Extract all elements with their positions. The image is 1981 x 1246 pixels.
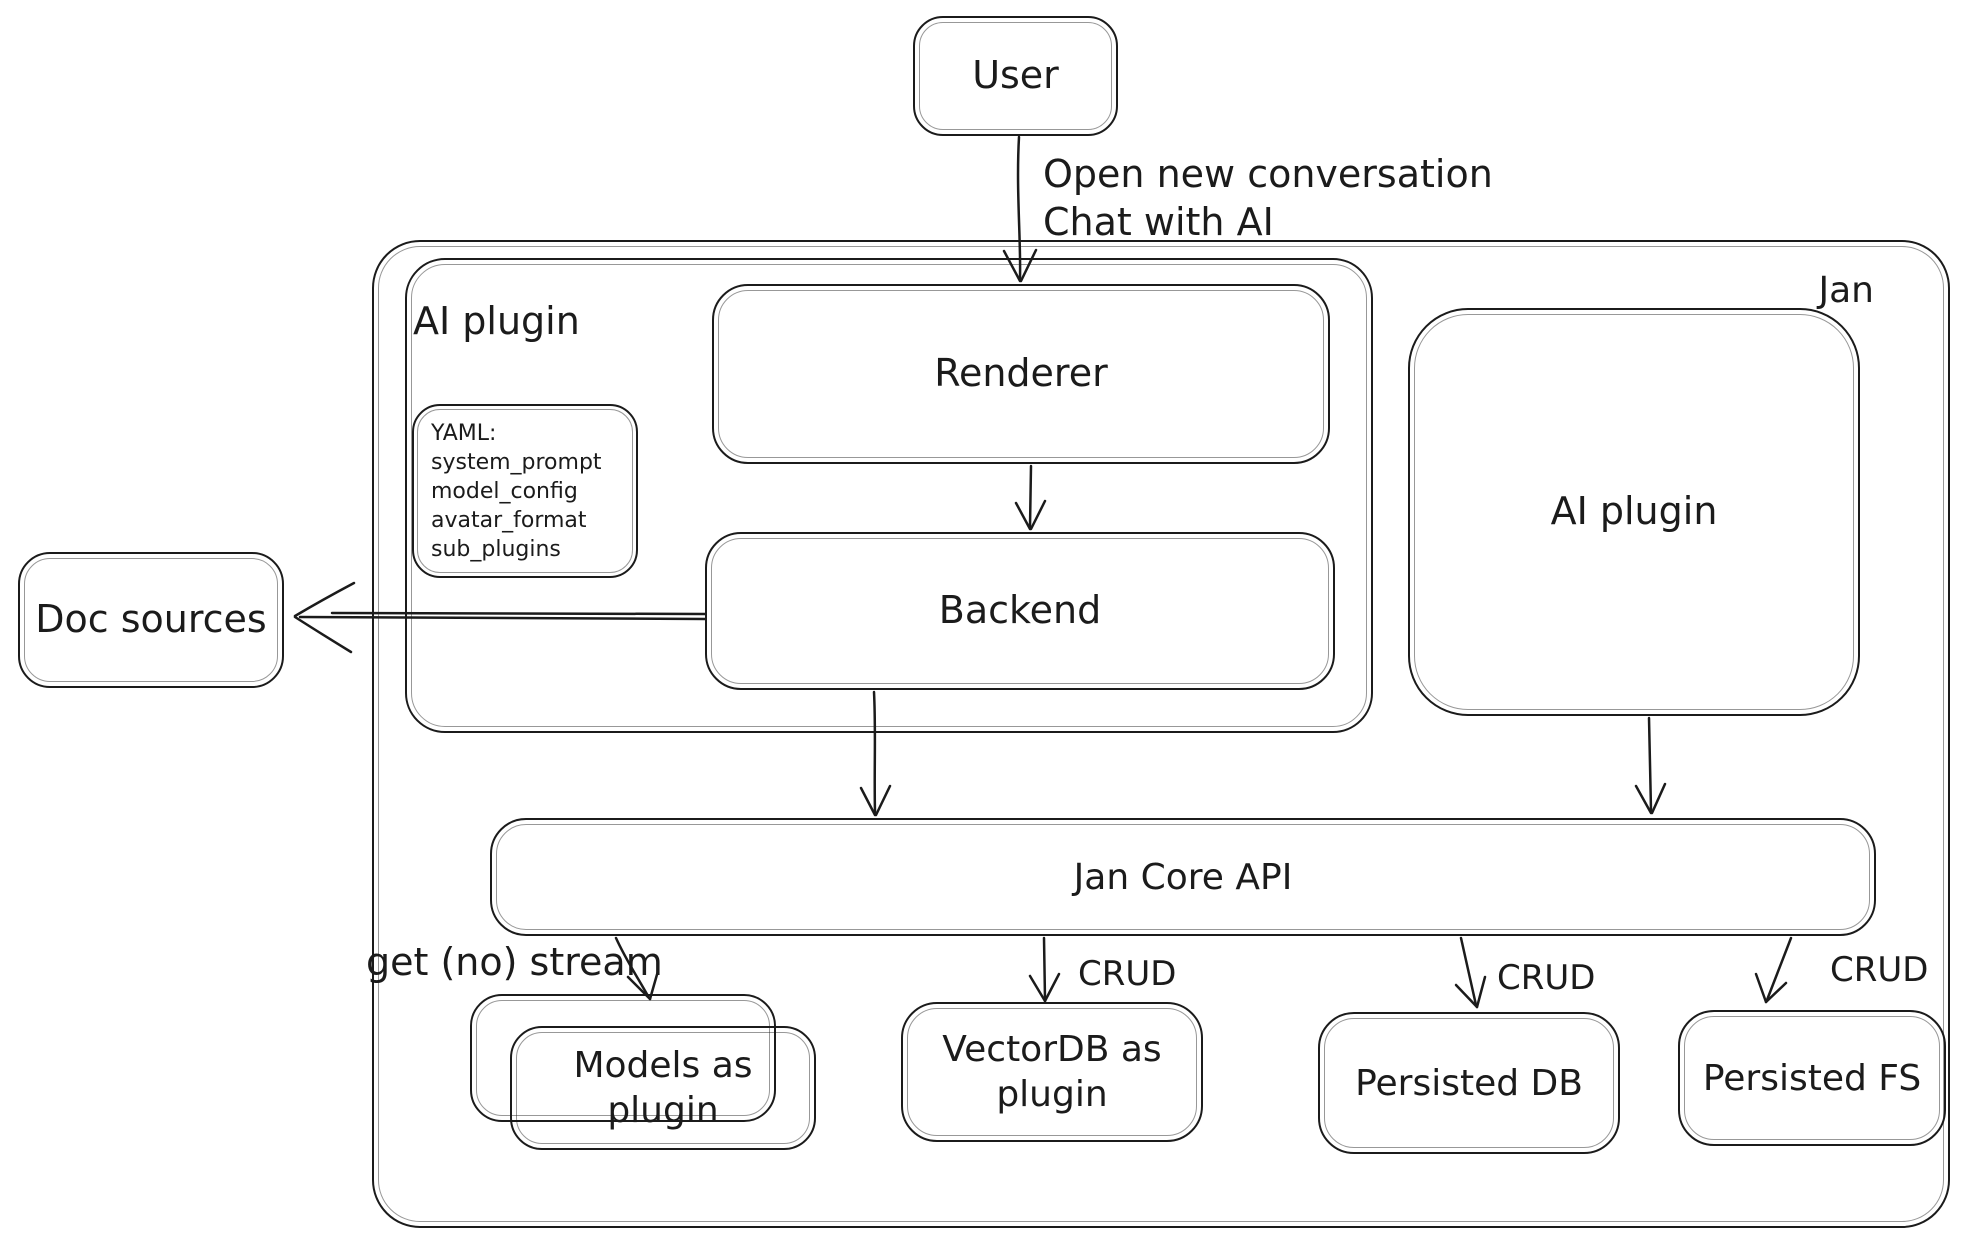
node-doc-sources-label: Doc sources (35, 597, 267, 642)
yaml-note: YAML: system_prompt model_config avatar_… (412, 404, 638, 578)
ai-plugin-container: AI plugin (405, 258, 1373, 733)
node-user: User (913, 16, 1118, 136)
node-jan-core-api-label: Jan Core API (1073, 856, 1293, 898)
edge-label-crud-persisted-db: CRUD (1497, 958, 1596, 998)
node-models-as-plugin: Models as plugin (510, 1026, 816, 1150)
yaml-note-line: system_prompt (431, 450, 602, 475)
ai-plugin-container-label: AI plugin (413, 299, 580, 343)
node-user-label: User (972, 53, 1059, 98)
node-backend-label: Backend (938, 588, 1102, 633)
node-models-as-plugin-label: Models as plugin (573, 1045, 753, 1131)
edge-label-get-no-stream: get (no) stream (366, 940, 663, 984)
yaml-note-line: sub_plugins (431, 537, 561, 562)
node-backend: Backend (705, 532, 1335, 690)
jan-container: Jan (372, 240, 1950, 1228)
node-vectordb-as-plugin-label: VectorDB as plugin (942, 1029, 1162, 1115)
edge-label-chat-with-ai: Chat with AI (1043, 200, 1274, 244)
node-persisted-db-label: Persisted DB (1355, 1062, 1583, 1104)
node-vectordb-as-plugin: VectorDB as plugin (901, 1002, 1203, 1142)
yaml-note-line: model_config (431, 479, 578, 504)
node-doc-sources: Doc sources (18, 552, 284, 688)
node-ai-plugin-label: AI plugin (1550, 489, 1718, 534)
yaml-note-line: avatar_format (431, 508, 587, 533)
node-persisted-fs-label: Persisted FS (1702, 1057, 1922, 1099)
edge-label-open-new-conversation: Open new conversation (1043, 152, 1493, 196)
edge-label-crud-persisted-fs: CRUD (1830, 950, 1929, 990)
node-ai-plugin: AI plugin (1408, 308, 1860, 716)
yaml-note-line: YAML: (431, 421, 497, 446)
edge-label-crud-vectordb: CRUD (1078, 954, 1177, 994)
node-persisted-fs: Persisted FS (1678, 1010, 1946, 1146)
jan-container-label: Jan (1818, 270, 1875, 311)
node-jan-core-api: Jan Core API (490, 818, 1876, 936)
node-renderer-label: Renderer (934, 351, 1108, 396)
node-renderer: Renderer (712, 284, 1330, 464)
node-persisted-db: Persisted DB (1318, 1012, 1620, 1154)
